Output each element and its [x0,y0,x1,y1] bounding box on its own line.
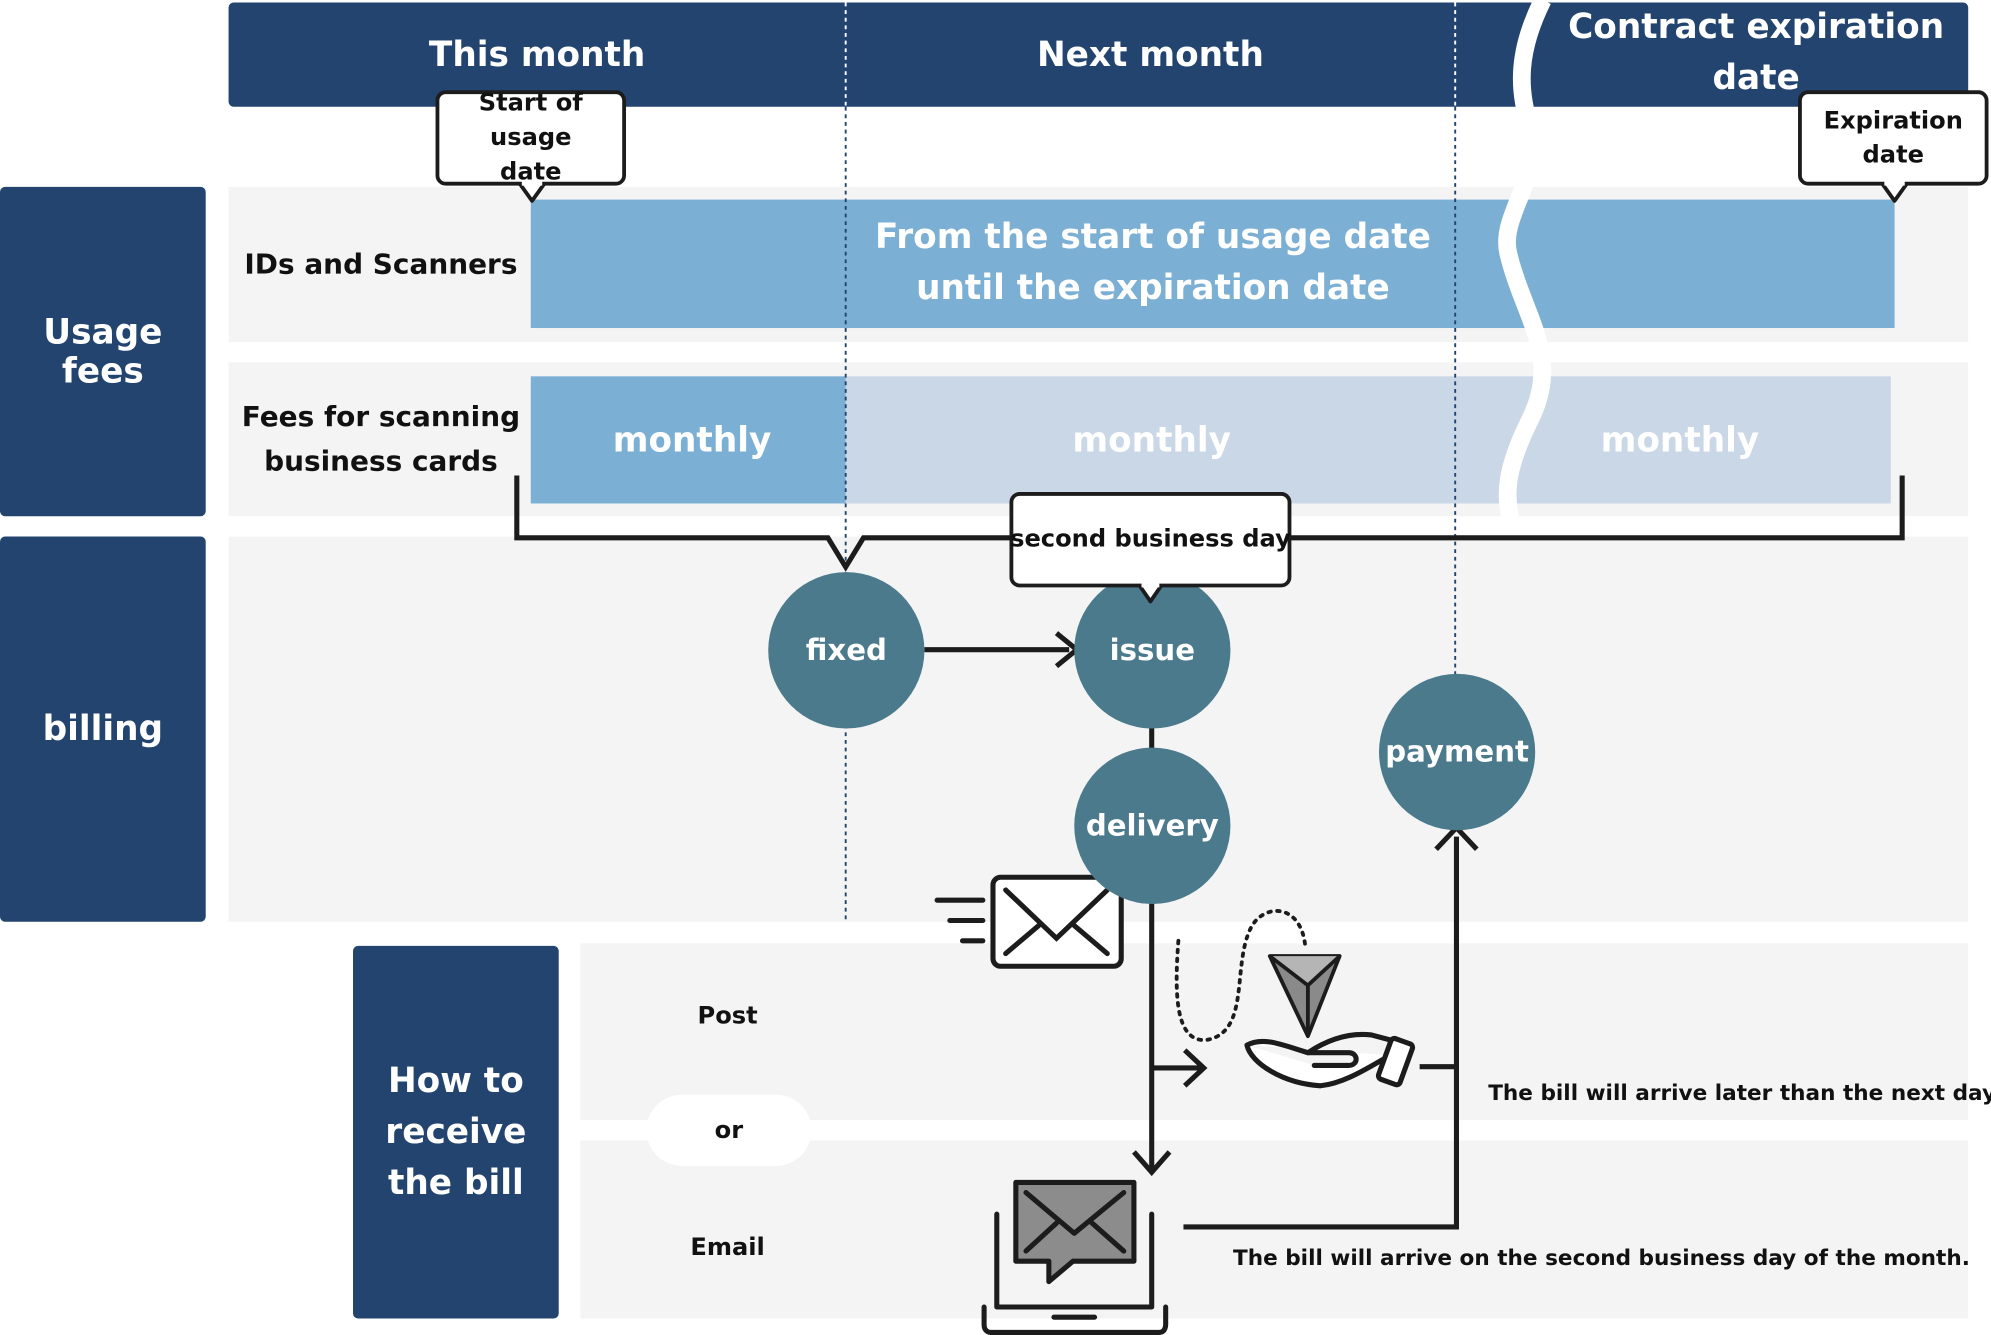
row-label-ids-scanners: IDs and Scanners [244,248,518,281]
monthly-label-this-month: monthly [612,420,772,460]
flight-path [1174,909,1308,1042]
fees-bracket [514,475,1905,572]
step-fixed: fixed [768,572,925,729]
section-usage-fees: Usage fees [0,186,206,517]
laptop-mail-icon [981,1179,1169,1335]
arrow-delivery-email-head [1132,1150,1172,1177]
callout-start-of-usage: Start of usage date [435,89,627,186]
open-hand-icon [1244,1031,1416,1089]
callout-second-business-day: second business day [1009,492,1292,588]
header-next-month: Next month [1036,34,1264,75]
monthly-bar-this-month [530,376,846,504]
lane-post [580,943,1969,1121]
section-how-to-receive: How to receive the bill [353,945,559,1319]
note-post: The bill will arrive later than the next… [1488,1080,1991,1107]
arrow-to-payment [1183,836,1460,1230]
header-contract-expiration: Contract expiration date [1568,7,1945,98]
method-post: Post [697,1001,758,1030]
usage-period-text: From the start of usage date until the e… [875,217,1431,308]
section-billing: billing [0,536,206,922]
monthly-bar-after [845,376,1891,504]
arrow-delivery-post-head [1182,1048,1208,1088]
row-label-scanning-fees: Fees for scanning business cards [241,401,521,479]
method-email: Email [690,1233,765,1262]
step-payment: payment [1379,673,1536,831]
monthly-label-expiration: monthly [1600,420,1760,460]
header-this-month: This month [428,34,646,75]
monthly-label-next-month: monthly [1072,420,1231,460]
envelope-icon [934,874,1124,969]
note-email: The bill will arrive on the second busin… [1232,1245,1970,1272]
lane-email [580,1140,1969,1319]
paper-plane-icon [1267,954,1342,1039]
usage-period-bar [530,199,1895,329]
timeline-header [228,2,1969,107]
timeline-break [1498,0,1552,524]
step-delivery: delivery [1074,747,1231,904]
method-or: or [646,1094,812,1166]
